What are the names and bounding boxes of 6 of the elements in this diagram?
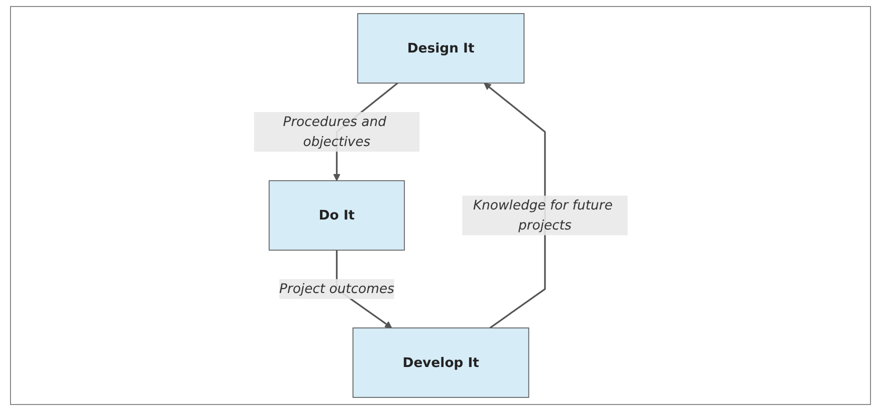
node-box: Design It	[356, 13, 524, 84]
edge-label: Knowledge for future projects	[472, 197, 612, 233]
node-box: Do It	[268, 180, 404, 251]
node-box: Develop It	[352, 328, 529, 398]
edge-label: Project outcomes	[278, 280, 394, 296]
edge-label: Procedures and objectives	[282, 114, 386, 150]
